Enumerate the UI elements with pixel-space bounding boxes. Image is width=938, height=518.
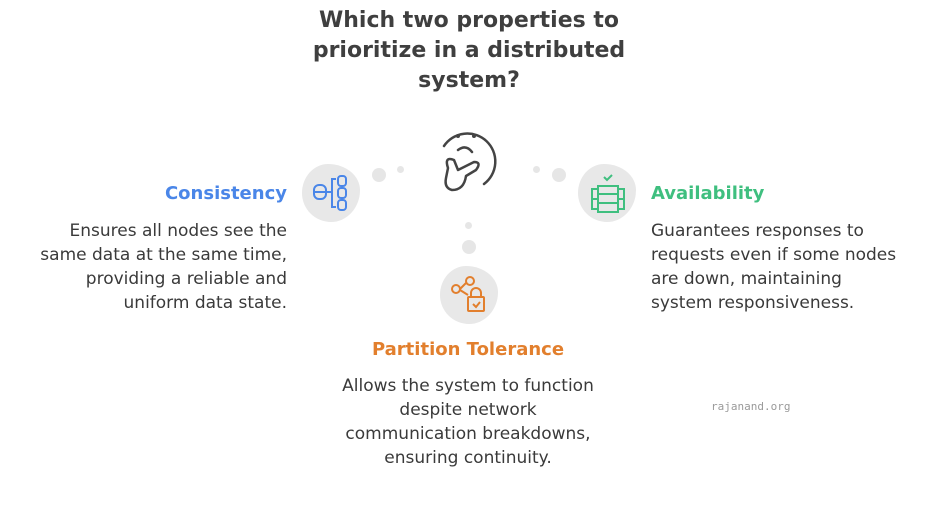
- connector-dot: [465, 222, 472, 229]
- network-lock-icon: [451, 276, 485, 312]
- consistency-label: Consistency: [164, 183, 287, 204]
- partition-label: Partition Tolerance: [371, 339, 565, 360]
- database-cluster-icon: [313, 175, 347, 211]
- availability-description: Guarantees responses to requests even if…: [651, 221, 897, 313]
- connector-dot: [462, 240, 476, 254]
- consistency-description: Ensures all nodes see the same data at t…: [40, 221, 287, 313]
- diagram-title: Which two properties to prioritize in a …: [312, 8, 626, 93]
- partition-icon-bubble: [440, 266, 498, 324]
- server-check-icon: [591, 174, 625, 213]
- partition-description: Allows the system to function despite ne…: [342, 376, 594, 468]
- connector-dot: [533, 166, 540, 173]
- thinking-face-icon: [442, 132, 497, 192]
- connector-dot: [397, 166, 404, 173]
- availability-label: Availability: [651, 183, 765, 204]
- connector-dot: [552, 168, 566, 182]
- watermark: rajanand.org: [711, 400, 791, 413]
- connector-dot: [372, 168, 386, 182]
